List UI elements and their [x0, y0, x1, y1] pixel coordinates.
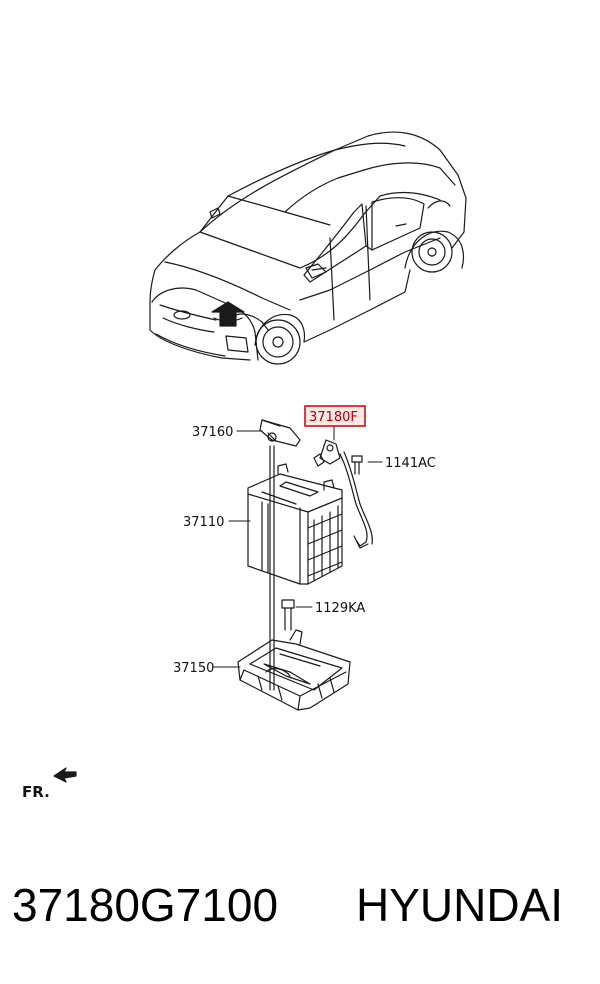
footer: 37180G7100 HYUNDAI [0, 872, 600, 952]
battery-cable-37180F [313, 439, 373, 549]
part-number: 37180G7100 [12, 879, 279, 931]
label-1129KA: 1129KA [315, 601, 365, 616]
front-direction-label: FR. [22, 783, 50, 801]
bolt-1129KA [281, 599, 295, 631]
highlight-box-37180F [304, 405, 366, 427]
label-1141AC: 1141AC [385, 456, 436, 471]
brand-name: HYUNDAI [356, 879, 564, 931]
front-direction-arrow-icon [53, 767, 77, 783]
label-37150: 37150 [173, 661, 214, 676]
label-37180F: 37180F [309, 410, 358, 425]
label-37110: 37110 [183, 515, 224, 530]
label-37160: 37160 [192, 425, 233, 440]
car-illustration [149, 131, 467, 365]
leader-lines [213, 425, 383, 668]
battery-tray-37150 [237, 629, 351, 711]
bolt-1141AC [351, 455, 363, 475]
battery-37110 [247, 463, 343, 585]
